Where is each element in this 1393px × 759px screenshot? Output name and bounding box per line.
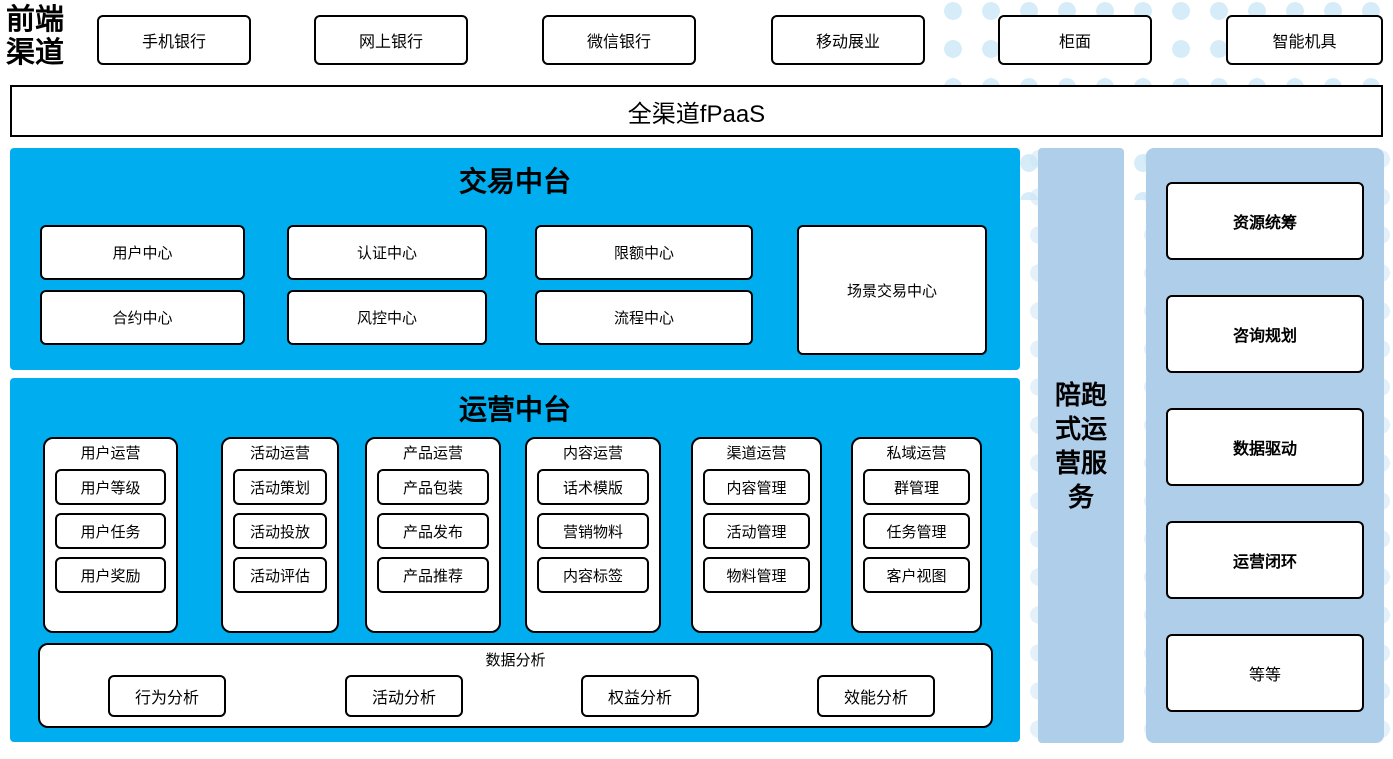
trade-center-title: 交易中台 [458, 166, 571, 197]
trade-box-process-center[interactable]: 流程中心 [535, 290, 753, 345]
ops-column-title: 活动运营 [249, 445, 310, 462]
data-analysis-item-campaign[interactable]: 活动分析 [345, 675, 463, 717]
ops-item-customer-view[interactable]: 客户视图 [863, 557, 970, 593]
trade-box-label: 流程中心 [613, 310, 674, 327]
ops-column-title: 渠道运营 [726, 445, 787, 462]
ops-column-channel-operations[interactable]: 渠道运营 内容管理 活动管理 物料管理 [691, 437, 822, 633]
channel-box-mobile-business[interactable]: 移动展业 [771, 15, 925, 65]
channel-label: 移动展业 [815, 34, 880, 51]
front-end-channel-label-line-1: 前端 [6, 4, 65, 36]
trade-box-auth-center[interactable]: 认证中心 [287, 225, 487, 280]
ops-item-task-management[interactable]: 任务管理 [863, 513, 970, 549]
ops-item-content-tag[interactable]: 内容标签 [537, 557, 649, 593]
channel-label: 手机银行 [141, 34, 206, 51]
accompanying-operation-service-label: 陪跑式运营服务 [1054, 379, 1107, 512]
ops-item-product-recommendation[interactable]: 产品推荐 [377, 557, 489, 593]
trade-box-risk-center[interactable]: 风控中心 [287, 290, 487, 345]
ops-item-user-level[interactable]: 用户等级 [55, 469, 166, 505]
ops-item-group-management[interactable]: 群管理 [863, 469, 970, 505]
data-analysis-item-efficiency[interactable]: 效能分析 [817, 675, 935, 717]
ops-column-title: 产品运营 [402, 445, 463, 462]
trade-box-scenario-trade-center[interactable]: 场景交易中心 [797, 225, 987, 355]
ops-column-private-domain-operations[interactable]: 私域运营 群管理 任务管理 客户视图 [851, 437, 982, 633]
ops-column-title: 用户运营 [80, 445, 141, 462]
channel-box-wechat-bank[interactable]: 微信银行 [542, 15, 696, 65]
ops-item-script-template[interactable]: 话术模版 [537, 469, 649, 505]
omnichannel-fpaas-bar[interactable]: 全渠道fPaaS [10, 85, 1383, 137]
channel-label: 柜面 [1058, 34, 1091, 51]
trade-box-label: 合约中心 [112, 310, 173, 327]
front-end-channel-label: 前端 渠道 [6, 4, 90, 70]
ops-item-user-task[interactable]: 用户任务 [55, 513, 166, 549]
channel-box-online-bank[interactable]: 网上银行 [314, 15, 468, 65]
trade-box-label: 认证中心 [356, 245, 417, 262]
ops-column-title: 内容运营 [562, 445, 623, 462]
capability-panel: 资源统筹 咨询规划 数据驱动 运营闭环 等等 [1146, 148, 1384, 743]
channel-label: 网上银行 [358, 34, 423, 51]
trade-box-label: 用户中心 [112, 245, 173, 262]
omnichannel-fpaas-label: 全渠道fPaaS [627, 100, 766, 128]
ops-column-title: 私域运营 [886, 445, 947, 462]
ops-item-campaign-management[interactable]: 活动管理 [703, 513, 810, 549]
trade-box-contract-center[interactable]: 合约中心 [40, 290, 245, 345]
trade-box-label: 场景交易中心 [846, 282, 937, 300]
channel-box-mobile-bank[interactable]: 手机银行 [97, 15, 251, 65]
capability-box-resource-coordination[interactable]: 资源统筹 [1166, 182, 1364, 260]
ops-column-user-operations[interactable]: 用户运营 用户等级 用户任务 用户奖励 [43, 437, 178, 633]
accompanying-operation-service-bar[interactable]: 陪跑式运营服务 [1038, 148, 1124, 743]
ops-item-material-management[interactable]: 物料管理 [703, 557, 810, 593]
data-analysis-title: 数据分析 [485, 652, 546, 669]
ops-item-product-release[interactable]: 产品发布 [377, 513, 489, 549]
ops-item-product-packaging[interactable]: 产品包装 [377, 469, 489, 505]
ops-center-title: 运营中台 [458, 394, 571, 425]
trade-box-limit-center[interactable]: 限额中心 [535, 225, 753, 280]
ops-item-campaign-delivery[interactable]: 活动投放 [233, 513, 327, 549]
capability-box-etc[interactable]: 等等 [1166, 634, 1364, 712]
channel-label: 智能机具 [1272, 34, 1337, 51]
trade-box-label: 限额中心 [613, 245, 674, 262]
capability-box-consulting-planning[interactable]: 咨询规划 [1166, 295, 1364, 373]
capability-box-data-driven[interactable]: 数据驱动 [1166, 408, 1364, 486]
data-analysis-item-benefit[interactable]: 权益分析 [581, 675, 699, 717]
channel-box-counter[interactable]: 柜面 [998, 15, 1152, 65]
data-analysis-item-behavior[interactable]: 行为分析 [108, 675, 226, 717]
capability-box-operation-closed-loop[interactable]: 运营闭环 [1166, 521, 1364, 599]
channel-box-smart-machine[interactable]: 智能机具 [1226, 15, 1383, 65]
ops-item-campaign-evaluation[interactable]: 活动评估 [233, 557, 327, 593]
ops-column-content-operations[interactable]: 内容运营 话术模版 营销物料 内容标签 [525, 437, 661, 633]
channel-label: 微信银行 [586, 34, 651, 51]
trade-box-user-center[interactable]: 用户中心 [40, 225, 245, 280]
ops-column-campaign-operations[interactable]: 活动运营 活动策划 活动投放 活动评估 [221, 437, 339, 633]
ops-item-user-reward[interactable]: 用户奖励 [55, 557, 166, 593]
ops-item-content-management[interactable]: 内容管理 [703, 469, 810, 505]
data-analysis-group[interactable]: 数据分析 行为分析 活动分析 权益分析 效能分析 [38, 643, 993, 728]
ops-item-marketing-material[interactable]: 营销物料 [537, 513, 649, 549]
ops-item-campaign-planning[interactable]: 活动策划 [233, 469, 327, 505]
trade-box-label: 风控中心 [356, 310, 417, 327]
ops-column-product-operations[interactable]: 产品运营 产品包装 产品发布 产品推荐 [365, 437, 501, 633]
front-end-channel-label-line-2: 渠道 [6, 37, 65, 69]
